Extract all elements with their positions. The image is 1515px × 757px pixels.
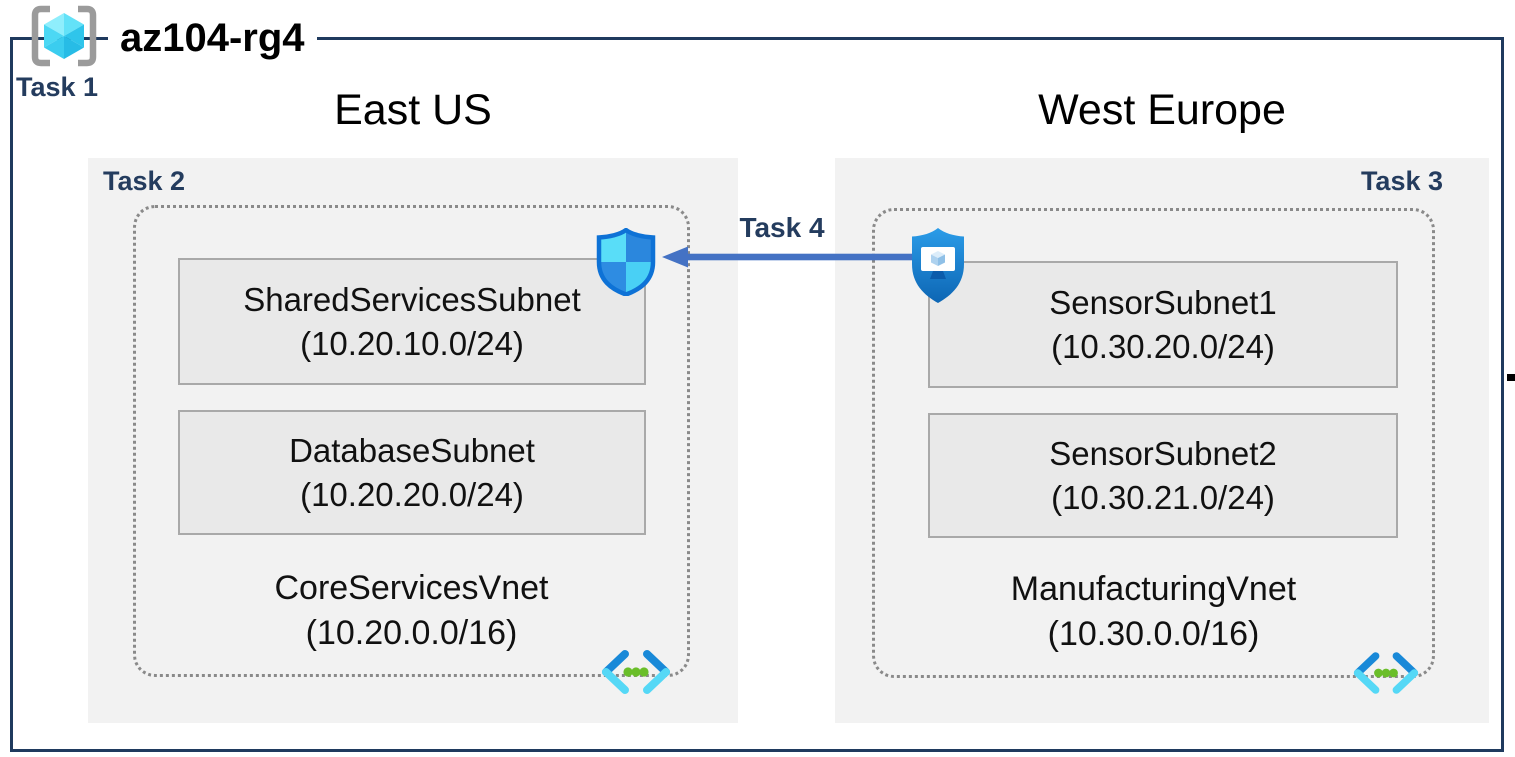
vnet-cidr: (10.30.0.0/16) bbox=[1047, 615, 1260, 653]
subnet-cidr: (10.30.21.0/24) bbox=[1051, 478, 1275, 516]
vnet-boundary-manufacturing: SensorSubnet1 (10.30.20.0/24) SensorSubn… bbox=[872, 208, 1435, 678]
task3-label: Task 3 bbox=[1360, 166, 1443, 196]
subnet-cidr: (10.20.20.0/24) bbox=[300, 475, 524, 513]
subnet-sharedservices: SharedServicesSubnet (10.20.10.0/24) bbox=[178, 258, 646, 385]
subnet-name: SensorSubnet1 bbox=[1049, 283, 1277, 321]
resource-group-icon bbox=[31, 5, 97, 67]
subnet-sensor1: SensorSubnet1 (10.30.20.0/24) bbox=[928, 261, 1398, 388]
region-panel-east-us: Task 2 SharedServicesSubnet (10.20.10.0/… bbox=[88, 158, 738, 723]
vnet-label-coreservices: CoreServicesVnet (10.20.0.0/16) bbox=[136, 566, 687, 656]
resource-group-boundary bbox=[10, 37, 1504, 752]
subnet-cidr: (10.20.10.0/24) bbox=[300, 324, 524, 362]
resource-group-title: az104-rg4 bbox=[108, 14, 317, 62]
vnet-name: CoreServicesVnet bbox=[274, 569, 549, 607]
vnet-cidr: (10.20.0.0/16) bbox=[305, 614, 518, 652]
network-security-group-shield-icon bbox=[596, 228, 656, 296]
virtual-network-icon bbox=[1353, 652, 1419, 694]
subnet-cidr: (10.30.20.0/24) bbox=[1051, 327, 1275, 365]
virtual-network-icon bbox=[602, 650, 670, 694]
region-panel-west-europe: Task 3 SensorSubnet1 (10.30.20.0/24) Sen… bbox=[835, 158, 1489, 723]
vnet-boundary-coreservices: SharedServicesSubnet (10.20.10.0/24) Dat… bbox=[133, 205, 690, 677]
subnet-database: DatabaseSubnet (10.20.20.0/24) bbox=[178, 410, 646, 535]
subnet-name: DatabaseSubnet bbox=[289, 431, 535, 469]
peering-arrow-icon bbox=[662, 246, 912, 268]
subnet-sensor2: SensorSubnet2 (10.30.21.0/24) bbox=[928, 413, 1398, 538]
bastion-shield-icon bbox=[912, 228, 964, 303]
task4-label: Task 4 bbox=[739, 212, 825, 243]
vnet-name: ManufacturingVnet bbox=[1010, 570, 1297, 608]
subnet-name: SharedServicesSubnet bbox=[243, 280, 581, 318]
task2-label: Task 2 bbox=[103, 166, 186, 196]
edge-mark bbox=[1507, 374, 1515, 381]
subnet-name: SensorSubnet2 bbox=[1049, 434, 1277, 472]
region-heading-east-us: East US bbox=[334, 86, 492, 134]
region-heading-west-europe: West Europe bbox=[1038, 86, 1286, 134]
vnet-label-manufacturing: ManufacturingVnet (10.30.0.0/16) bbox=[875, 567, 1432, 657]
task1-label: Task 1 bbox=[16, 72, 99, 102]
